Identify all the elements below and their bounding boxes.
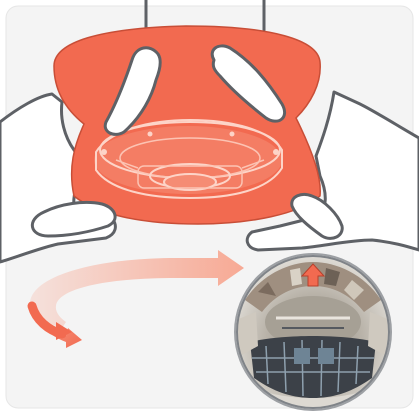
- dome-base-plate: [54, 26, 320, 224]
